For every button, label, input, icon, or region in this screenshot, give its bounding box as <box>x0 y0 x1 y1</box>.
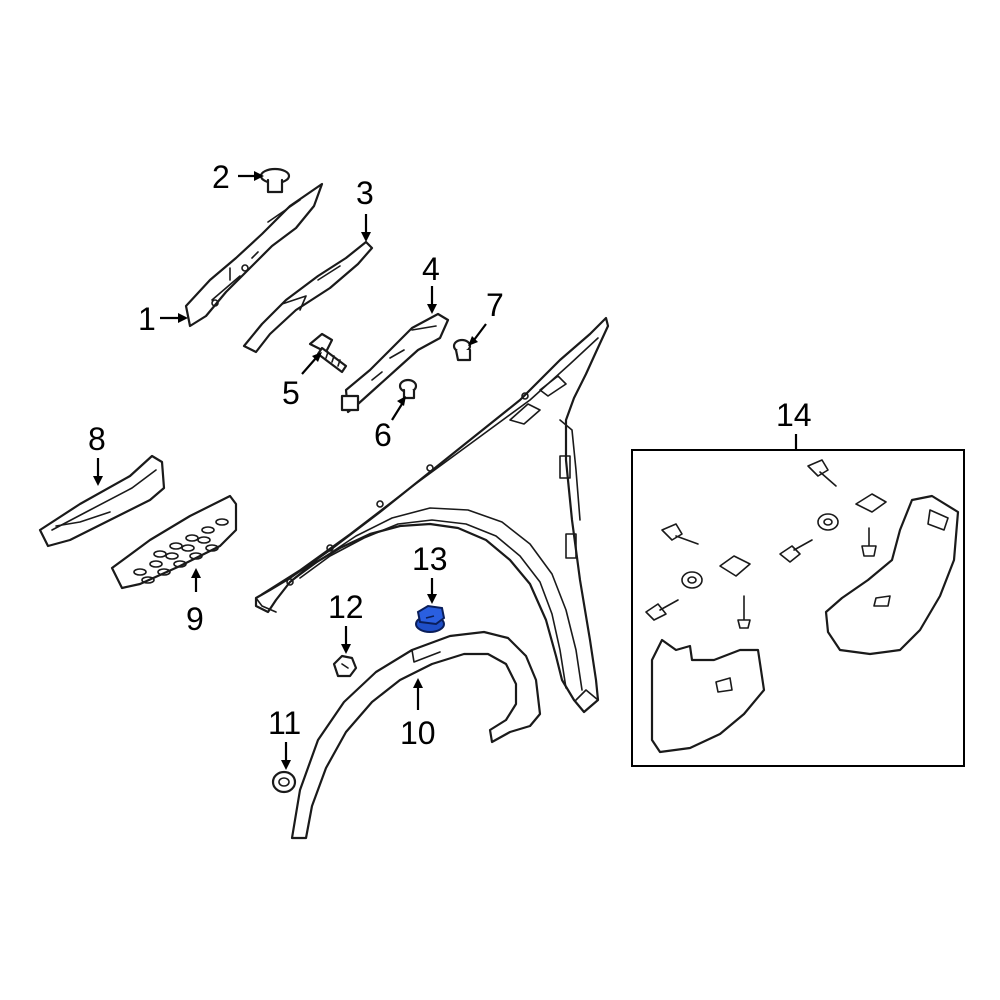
callout-13: 13 <box>412 541 448 577</box>
callout-labels: 1 2 3 4 5 6 7 8 9 10 11 12 13 14 <box>88 159 812 751</box>
callout-2: 2 <box>212 159 230 195</box>
part-9-vent[interactable] <box>110 494 238 590</box>
part-14-mudflap-kit[interactable] <box>631 449 965 767</box>
part-8-side-trim[interactable] <box>38 454 166 548</box>
callout-6: 6 <box>374 417 392 453</box>
callout-3: 3 <box>356 175 374 211</box>
callout-5: 5 <box>282 375 300 411</box>
part-2-screw[interactable] <box>259 167 291 194</box>
fender-panel <box>254 316 610 714</box>
part-4-bracket[interactable] <box>340 312 450 414</box>
part-11-retainer[interactable] <box>271 770 297 794</box>
part-13-push-clip[interactable] <box>415 604 446 633</box>
part-12-nut[interactable] <box>332 654 358 678</box>
callout-12: 12 <box>328 589 364 625</box>
callout-1: 1 <box>138 301 156 337</box>
callout-8: 8 <box>88 421 106 457</box>
callout-4: 4 <box>422 251 440 287</box>
callout-10: 10 <box>400 715 436 751</box>
callout-9: 9 <box>186 601 204 637</box>
part-1-bracket[interactable] <box>184 182 324 328</box>
leader-arrows <box>93 171 798 770</box>
part-10-arch-molding[interactable] <box>290 630 542 840</box>
part-6-clip[interactable] <box>398 378 418 400</box>
callout-7: 7 <box>486 287 504 323</box>
callout-11: 11 <box>268 705 301 741</box>
callout-14: 14 <box>776 397 812 433</box>
part-5-bolt[interactable] <box>308 332 348 374</box>
part-3-seal[interactable] <box>242 240 374 354</box>
part-7-grommet[interactable] <box>452 338 472 362</box>
